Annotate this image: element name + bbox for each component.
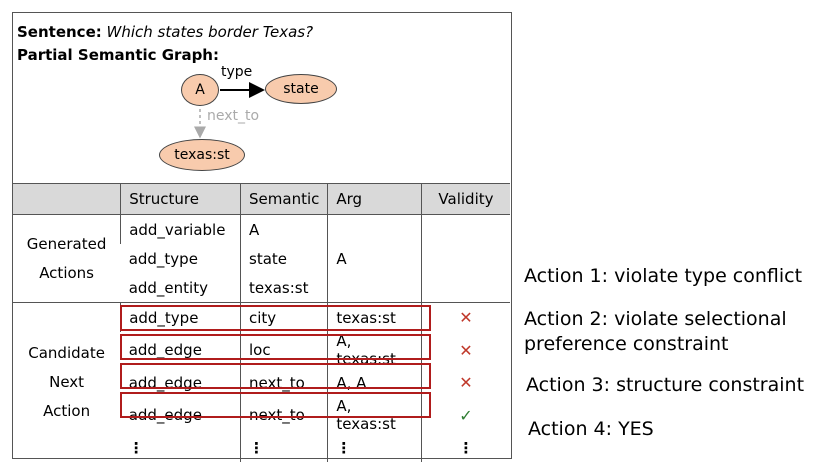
node-state: state (265, 74, 337, 104)
gen-structure: add_type (128, 249, 198, 268)
table-row: add_type state (13, 244, 510, 273)
cand-semantic: loc (240, 332, 328, 368)
cross-icon: ✕ (420, 332, 510, 368)
cand-structure: add_edge (128, 406, 202, 424)
cand-arg: texas:st (327, 302, 422, 332)
node-a: A (181, 74, 219, 106)
candidate-actions-label: Candidate Next Action (13, 302, 121, 462)
cand-arg: A, texas:st (327, 397, 422, 433)
table-header-row: Structure Semantic Arg Validity (13, 183, 510, 215)
cand-structure: add_edge (128, 341, 202, 359)
table-row-ellipsis: ⋮ ⋮ ⋮ ⋮ (13, 433, 510, 462)
table-row: Candidate Next Action add_type city texa… (13, 302, 510, 462)
node-texas: texas:st (159, 139, 245, 171)
actions-table: Structure Semantic Arg Validity Generate… (13, 183, 510, 462)
gen-structure: add_entity (128, 278, 208, 297)
figure-panel: Sentence: Which states border Texas? Par… (12, 12, 512, 462)
check-icon: ✓ (420, 397, 510, 433)
table-row: add_entity texas:st (13, 273, 510, 303)
header-semantic: Semantic (240, 183, 328, 215)
cand-semantic: city (240, 302, 328, 332)
cross-icon: ✕ (420, 302, 510, 332)
annotation-action-2-line-1: Action 2: violate selectional (524, 308, 787, 330)
cand-semantic: next_to (240, 368, 328, 397)
annotation-action-3: Action 3: structure constraint (526, 374, 805, 396)
gen-validity (420, 214, 510, 303)
ellipsis-icon: ⋮ (327, 433, 422, 462)
gen-semantic: A (240, 214, 328, 244)
cross-icon: ✕ (420, 368, 510, 397)
table-row: add_edge loc A, texas:st ✕ (13, 332, 510, 368)
sentence-line: Sentence: Which states border Texas? (17, 23, 313, 41)
cand-structure: add_edge (128, 373, 202, 392)
header-arg: Arg (327, 183, 422, 215)
edge-type-label: type (221, 64, 253, 80)
table-row: add_edge next_to A, texas:st ✓ (13, 397, 510, 433)
header-empty (13, 183, 121, 215)
cand-structure: add_type (120, 302, 241, 332)
sentence-label: Sentence: (17, 23, 102, 41)
ellipsis-icon: ⋮ (128, 438, 144, 457)
graph-title: Partial Semantic Graph: (17, 46, 219, 64)
cand-semantic: next_to (240, 397, 328, 433)
ellipsis-icon: ⋮ (240, 433, 328, 462)
ellipsis-icon: ⋮ (420, 433, 510, 462)
annotation-action-1: Action 1: violate type conflict (524, 265, 803, 287)
header-structure: Structure (120, 183, 241, 215)
cand-arg: A, texas:st (327, 332, 422, 368)
annotation-action-4: Action 4: YES (528, 418, 654, 440)
gen-semantic: state (240, 244, 328, 273)
edge-next-to-label: next_to (207, 108, 260, 124)
gen-semantic: texas:st (240, 273, 328, 303)
gen-structure: add_variable (120, 214, 241, 244)
sentence-text: Which states border Texas? (106, 23, 314, 41)
cand-arg: A, A (327, 368, 422, 397)
header-validity: Validity (420, 183, 510, 215)
table-row: Generated Actions add_variable A A (13, 214, 510, 303)
graph-edges (194, 82, 265, 139)
gen-arg: A (327, 214, 422, 303)
annotation-action-2-line-2: preference constraint (524, 333, 729, 355)
generated-actions-label: Generated Actions (26, 234, 107, 282)
